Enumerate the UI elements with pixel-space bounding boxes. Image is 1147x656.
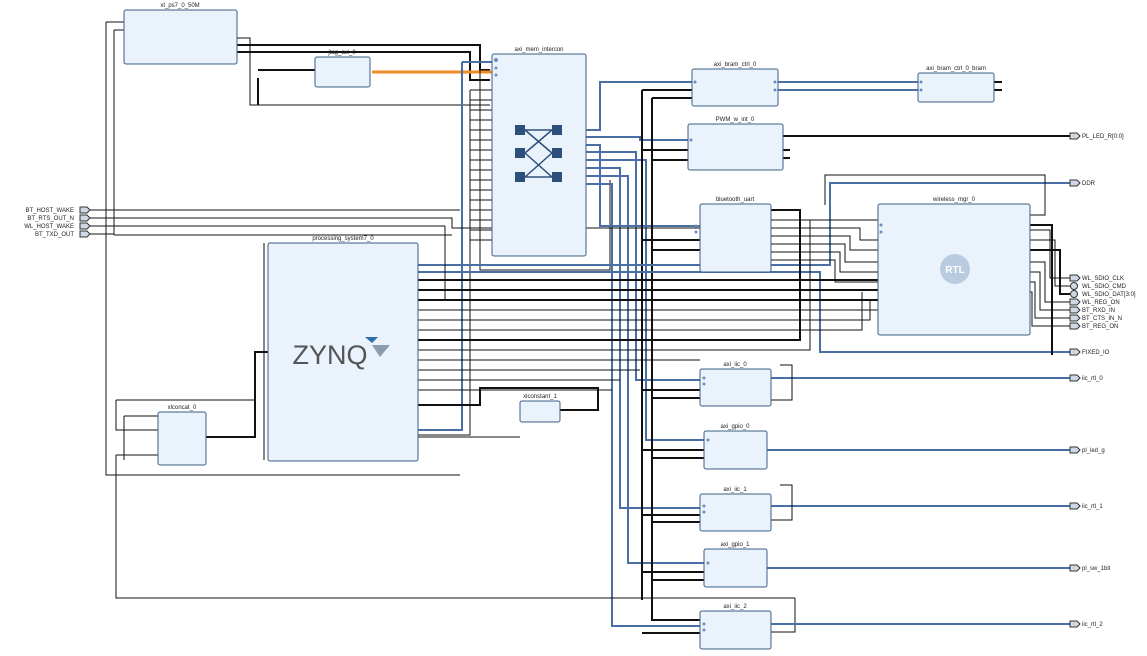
block-title: axi_iic_0 bbox=[723, 362, 747, 368]
block-title: xt_ps7_0_50M bbox=[160, 3, 199, 9]
block-proc-sys-reset[interactable]: xt_ps7_0_50M bbox=[123, 3, 238, 65]
block-bluetooth-uart[interactable]: bluetooth_uart bbox=[699, 197, 772, 273]
block-wireless-mgr[interactable]: wireless_mgr_0 RTL bbox=[877, 197, 1031, 336]
svg-text:BT_RTS_OUT_N: BT_RTS_OUT_N bbox=[27, 216, 74, 222]
port-bt-rts-out-n[interactable]: BT_RTS_OUT_N bbox=[27, 214, 91, 222]
port-bt-host-wake[interactable]: BT_HOST_WAKE bbox=[26, 206, 91, 214]
block-processing-system[interactable]: processing_system7_0 ZYNQ bbox=[267, 236, 419, 462]
port-bt-txd-out[interactable]: BT_TXD_OUT bbox=[35, 230, 91, 238]
block-xlconcat[interactable]: xlconcat_0 bbox=[157, 405, 207, 466]
svg-text:iic_rtl_1: iic_rtl_1 bbox=[1082, 504, 1103, 510]
svg-text:PL_LED_R[0:0]: PL_LED_R[0:0] bbox=[1082, 134, 1124, 140]
port-pl-led-r[interactable]: PL_LED_R[0:0] bbox=[1069, 132, 1124, 140]
block-title: jtag_axi_0 bbox=[327, 50, 356, 56]
block-jtag-axi[interactable]: jtag_axi_0 bbox=[314, 50, 371, 88]
block-axi-gpio-0[interactable]: axi_gpio_0 bbox=[703, 424, 768, 470]
svg-text:WL_SDIO_CLK: WL_SDIO_CLK bbox=[1082, 276, 1124, 282]
port-wl-sdio-clk[interactable]: WL_SDIO_CLK bbox=[1069, 274, 1124, 282]
right-ports: PL_LED_R[0:0] DDR WL_SDIO_CLK WL_SDIO_CM… bbox=[1069, 132, 1136, 628]
svg-text:RTL: RTL bbox=[945, 265, 964, 276]
port-pl-sw-1bit[interactable]: pl_sw_1bit bbox=[1069, 564, 1111, 572]
block-title: axi_gpio_1 bbox=[720, 542, 750, 548]
svg-text:iic_rtl_0: iic_rtl_0 bbox=[1082, 376, 1103, 382]
svg-text:ZYNQ: ZYNQ bbox=[292, 340, 367, 370]
svg-text:pl_led_g: pl_led_g bbox=[1082, 448, 1105, 454]
block-title: axi_iic_2 bbox=[723, 604, 747, 610]
pin-markers bbox=[494, 58, 923, 632]
port-bt-reg-on[interactable]: BT_REG_ON bbox=[1069, 322, 1118, 330]
svg-text:FIXED_IO: FIXED_IO bbox=[1082, 350, 1110, 356]
svg-text:BT_TXD_OUT: BT_TXD_OUT bbox=[35, 232, 74, 238]
port-iic-rtl-2[interactable]: iic_rtl_2 bbox=[1069, 620, 1103, 628]
rtl-logo: RTL bbox=[940, 254, 970, 284]
zynq-logo: ZYNQ bbox=[292, 337, 390, 370]
port-bt-cts-in-n[interactable]: BT_CTS_IN_N bbox=[1069, 314, 1122, 322]
port-wl-sdio-cmd[interactable]: WL_SDIO_CMD bbox=[1070, 282, 1127, 291]
block-title: axi_bram_ctrl_0 bbox=[714, 62, 757, 68]
port-iic-rtl-1[interactable]: iic_rtl_1 bbox=[1069, 502, 1103, 510]
block-title: xlconcat_0 bbox=[168, 405, 197, 411]
port-wl-reg-on[interactable]: WL_REG_ON bbox=[1069, 298, 1120, 306]
block-title: wireless_mgr_0 bbox=[932, 197, 976, 203]
svg-text:iic_rtl_2: iic_rtl_2 bbox=[1082, 622, 1103, 628]
block-title: axi_bram_ctrl_0_bram bbox=[926, 66, 986, 72]
block-title: xlconstant_1 bbox=[523, 394, 557, 400]
svg-text:WL_REG_ON: WL_REG_ON bbox=[1082, 300, 1120, 306]
block-xlconstant[interactable]: xlconstant_1 bbox=[519, 394, 561, 423]
svg-text:BT_CTS_IN_N: BT_CTS_IN_N bbox=[1082, 316, 1122, 322]
port-wl-sdio-dat[interactable]: WL_SDIO_DAT[3:0] bbox=[1070, 290, 1136, 299]
block-bram[interactable]: axi_bram_ctrl_0_bram bbox=[917, 66, 995, 103]
block-axi-iic-2[interactable]: axi_iic_2 bbox=[699, 604, 772, 650]
svg-text:BT_HOST_WAKE: BT_HOST_WAKE bbox=[26, 208, 74, 214]
block-title: axi_mem_intercon bbox=[514, 47, 563, 53]
block-title: axi_gpio_0 bbox=[720, 424, 750, 430]
port-pl-led-g[interactable]: pl_led_g bbox=[1069, 446, 1105, 454]
svg-text:DDR: DDR bbox=[1082, 181, 1096, 187]
block-title: bluetooth_uart bbox=[716, 197, 755, 203]
port-fixed-io[interactable]: FIXED_IO bbox=[1069, 348, 1110, 356]
svg-text:pl_sw_1bit: pl_sw_1bit bbox=[1082, 566, 1111, 572]
block-axi-gpio-1[interactable]: axi_gpio_1 bbox=[703, 542, 768, 588]
block-axi-interconnect[interactable]: axi_mem_intercon bbox=[491, 47, 587, 257]
svg-text:BT_RXD_IN: BT_RXD_IN bbox=[1082, 308, 1115, 314]
block-title: processing_system7_0 bbox=[312, 236, 374, 242]
block-title: PWM_w_int_0 bbox=[716, 117, 755, 123]
svg-text:BT_REG_ON: BT_REG_ON bbox=[1082, 324, 1118, 330]
left-ports: BT_HOST_WAKE BT_RTS_OUT_N WL_HOST_WAKE B… bbox=[24, 206, 91, 238]
block-pwm[interactable]: PWM_w_int_0 bbox=[687, 117, 784, 171]
block-axi-iic-0[interactable]: axi_iic_0 bbox=[699, 362, 772, 407]
port-ddr[interactable]: DDR bbox=[1069, 179, 1096, 187]
svg-text:WL_SDIO_CMD: WL_SDIO_CMD bbox=[1082, 284, 1127, 290]
wire-layer bbox=[90, 21, 1070, 634]
port-iic-rtl-0[interactable]: iic_rtl_0 bbox=[1069, 374, 1103, 382]
block-axi-bram-ctrl[interactable]: axi_bram_ctrl_0 bbox=[691, 62, 779, 107]
svg-text:WL_SDIO_DAT[3:0]: WL_SDIO_DAT[3:0] bbox=[1082, 292, 1136, 298]
svg-text:WL_HOST_WAKE: WL_HOST_WAKE bbox=[24, 224, 74, 230]
port-wl-host-wake[interactable]: WL_HOST_WAKE bbox=[24, 222, 91, 230]
block-title: axi_iic_1 bbox=[723, 487, 747, 493]
port-bt-rxd-in[interactable]: BT_RXD_IN bbox=[1069, 306, 1115, 314]
crossbar-icon bbox=[515, 125, 562, 182]
block-axi-iic-1[interactable]: axi_iic_1 bbox=[699, 487, 772, 532]
